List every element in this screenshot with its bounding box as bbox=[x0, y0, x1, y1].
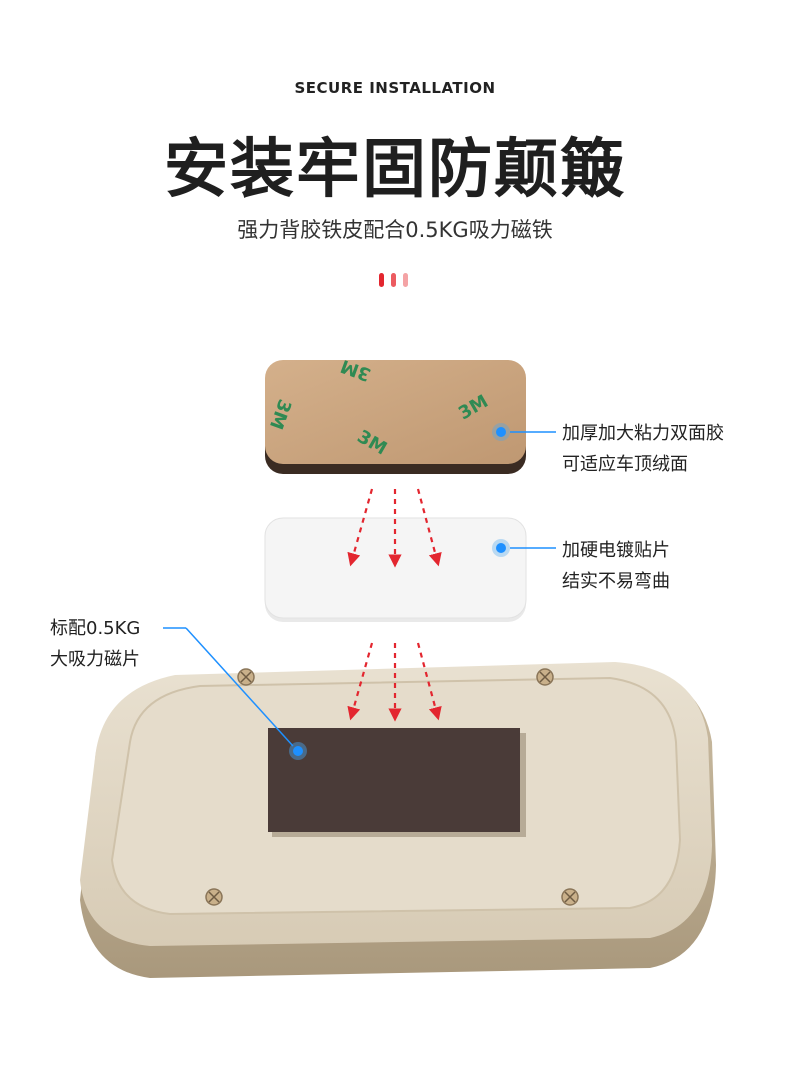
dot-icon bbox=[391, 273, 396, 287]
dot-icon bbox=[403, 273, 408, 287]
callout-adhesive: 加厚加大粘力双面胶 可适应车顶绒面 bbox=[562, 418, 724, 480]
screw-icon bbox=[237, 668, 255, 686]
callout-magnet-line1: 标配0.5KG bbox=[50, 618, 141, 639]
screw-icon bbox=[536, 668, 554, 686]
decorative-dots bbox=[379, 273, 419, 289]
magnet-pad bbox=[268, 728, 526, 837]
page-title: 安装牢固防颠簸 bbox=[164, 133, 626, 207]
callout-adhesive-line2: 可适应车顶绒面 bbox=[562, 454, 688, 475]
arrows-top bbox=[347, 488, 442, 568]
metal-plate bbox=[264, 517, 527, 622]
callout-magnet: 标配0.5KG 大吸力磁片 bbox=[50, 613, 140, 675]
section-kicker: SECURE INSTALLATION bbox=[294, 79, 496, 97]
arrows-bottom bbox=[347, 642, 442, 722]
callout-adhesive-marker bbox=[492, 423, 556, 441]
callout-adhesive-line1: 加厚加大粘力双面胶 bbox=[562, 423, 724, 444]
callout-plate-marker bbox=[492, 539, 556, 557]
adhesive-pad: 3M 3M 3M 3M bbox=[265, 355, 526, 474]
callout-magnet-marker bbox=[163, 627, 307, 760]
callout-plate: 加硬电镀贴片 结实不易弯曲 bbox=[562, 535, 670, 597]
callout-plate-line1: 加硬电镀贴片 bbox=[562, 540, 670, 561]
dot-icon bbox=[379, 273, 384, 287]
callout-magnet-line2: 大吸力磁片 bbox=[50, 649, 140, 670]
screw-icon bbox=[205, 888, 223, 906]
screw-icon bbox=[561, 888, 579, 906]
page-subtitle: 强力背胶铁皮配合0.5KG吸力磁铁 bbox=[237, 218, 553, 242]
callout-plate-line2: 结实不易弯曲 bbox=[562, 571, 670, 592]
